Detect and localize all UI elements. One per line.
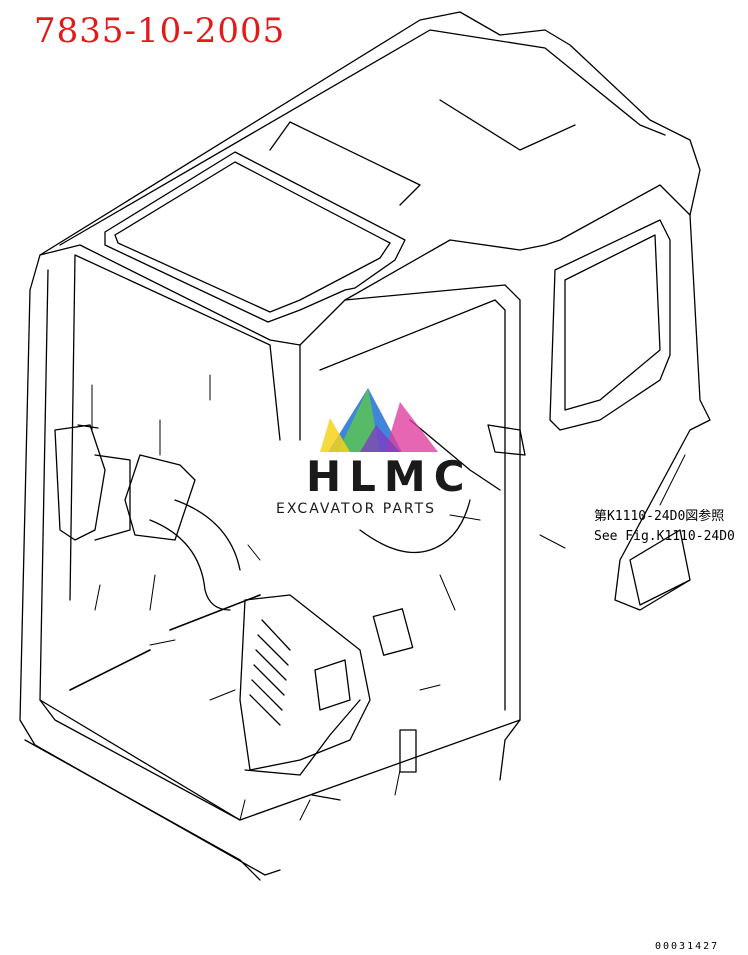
part-number-title: 7835-10-2005: [34, 11, 286, 51]
connector-box: [399, 729, 417, 773]
floor-rod: [69, 594, 261, 691]
watermark-tagline: EXCAVATOR PARTS: [276, 501, 437, 517]
console-vent: [314, 659, 351, 711]
watermark-brand: HLMC: [306, 452, 473, 501]
front-window-frame: [69, 254, 281, 601]
air-duct-left: [54, 424, 106, 541]
door-inner-frame: [319, 299, 506, 711]
console-ribs: [249, 619, 291, 726]
air-duct-hose: [149, 499, 241, 611]
speaker-grille: [487, 424, 526, 456]
cab-left-pillar: [19, 289, 281, 876]
roof-window: [104, 151, 406, 323]
rear-side-window-inner: [564, 234, 661, 411]
switch-box: [372, 608, 414, 656]
leader-lines: [91, 374, 686, 821]
bolt: [77, 424, 341, 801]
door-frame: [299, 284, 521, 781]
center-console-duct: [239, 594, 371, 771]
duct-connector: [94, 454, 131, 541]
cab-rear-right-edge: [614, 214, 711, 611]
cab-left-pillar-inner: [39, 269, 241, 821]
cab-floor-line: [39, 699, 521, 821]
rear-lower-panel: [629, 529, 691, 606]
cab-roof-inner-line: [59, 29, 666, 246]
figure-code: 00031427: [655, 941, 720, 952]
roof-panel-2: [439, 99, 576, 151]
rear-side-window: [549, 219, 671, 431]
air-duct-vent: [124, 454, 196, 541]
reference-note-english: See Fig.K1110-24D0: [594, 529, 735, 544]
floor-edge-lower: [24, 739, 261, 881]
watermark-logo-icon: [320, 388, 438, 452]
cab-roof-outline: [29, 11, 701, 291]
reference-note-japanese: 第K1110-24D0図参照: [594, 509, 725, 524]
roof-front-edge: [39, 184, 691, 346]
console-lower: [244, 699, 361, 776]
wiring-harness: [359, 419, 501, 554]
roof-panel: [269, 121, 421, 206]
roof-window-inner: [114, 161, 391, 313]
